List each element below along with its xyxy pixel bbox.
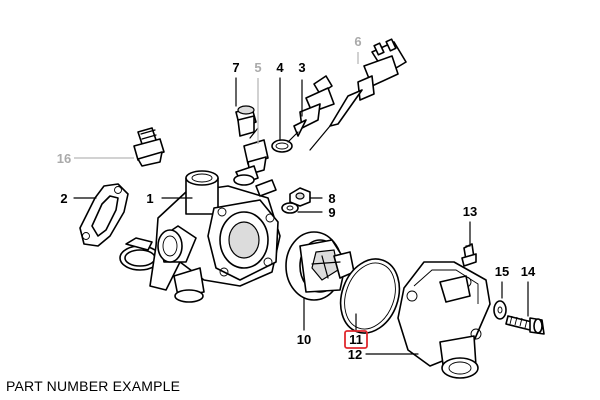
callout-5[interactable]: 5 <box>254 60 261 75</box>
callout-9[interactable]: 9 <box>328 205 335 220</box>
callout-11[interactable]: 11 <box>349 332 363 347</box>
part-9-washer <box>281 202 299 214</box>
callout-3[interactable]: 3 <box>298 60 305 75</box>
callout-labels: 1 2 3 4 5 6 7 8 9 10 11 12 13 14 15 16 <box>57 34 536 362</box>
part-10-thermostat <box>285 231 355 301</box>
leader-lines <box>73 52 529 355</box>
part-12-cover <box>397 261 491 379</box>
callout-6[interactable]: 6 <box>354 34 361 49</box>
hose-clamp <box>119 237 161 271</box>
callout-1[interactable]: 1 <box>146 191 153 206</box>
part-4-seal <box>271 139 293 153</box>
callout-10[interactable]: 10 <box>297 332 311 347</box>
part-8-nut <box>289 187 311 207</box>
callout-14[interactable]: 14 <box>521 264 536 279</box>
caption-part-number-example: PART NUMBER EXAMPLE <box>6 378 181 394</box>
part-2-gasket <box>79 183 129 247</box>
part-13-bleed-screw <box>461 243 477 267</box>
callout-13[interactable]: 13 <box>463 204 477 219</box>
callout-11-highlight-box <box>344 330 368 349</box>
part-16-sensor <box>133 127 165 167</box>
callout-8[interactable]: 8 <box>328 191 335 206</box>
part-14-bolt <box>505 315 545 335</box>
callout-12[interactable]: 12 <box>348 347 362 362</box>
callout-2[interactable]: 2 <box>60 191 67 206</box>
callout-15[interactable]: 15 <box>495 264 509 279</box>
part-1-housing <box>149 170 281 303</box>
callout-4[interactable]: 4 <box>276 60 284 75</box>
callout-7[interactable]: 7 <box>232 60 239 75</box>
part-7-plug <box>235 105 257 137</box>
part-6-sensor <box>309 38 407 151</box>
part-5-sensor <box>233 127 269 186</box>
callout-16[interactable]: 16 <box>57 151 71 166</box>
part-3-switch <box>287 75 335 143</box>
part-15-washer <box>493 300 507 320</box>
